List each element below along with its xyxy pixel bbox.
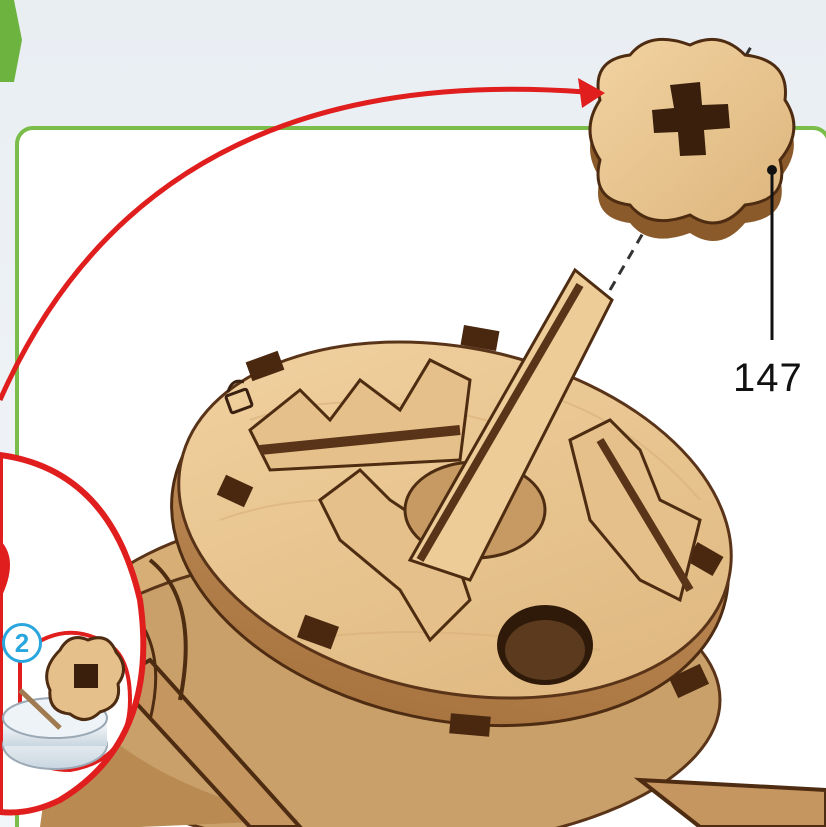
part-number-label: 147 xyxy=(733,356,803,401)
small-gear-icon xyxy=(47,638,124,720)
step-marker-arrow xyxy=(0,0,22,82)
gear-part-147 xyxy=(590,39,794,241)
step-number-badge: 2 xyxy=(2,623,42,663)
